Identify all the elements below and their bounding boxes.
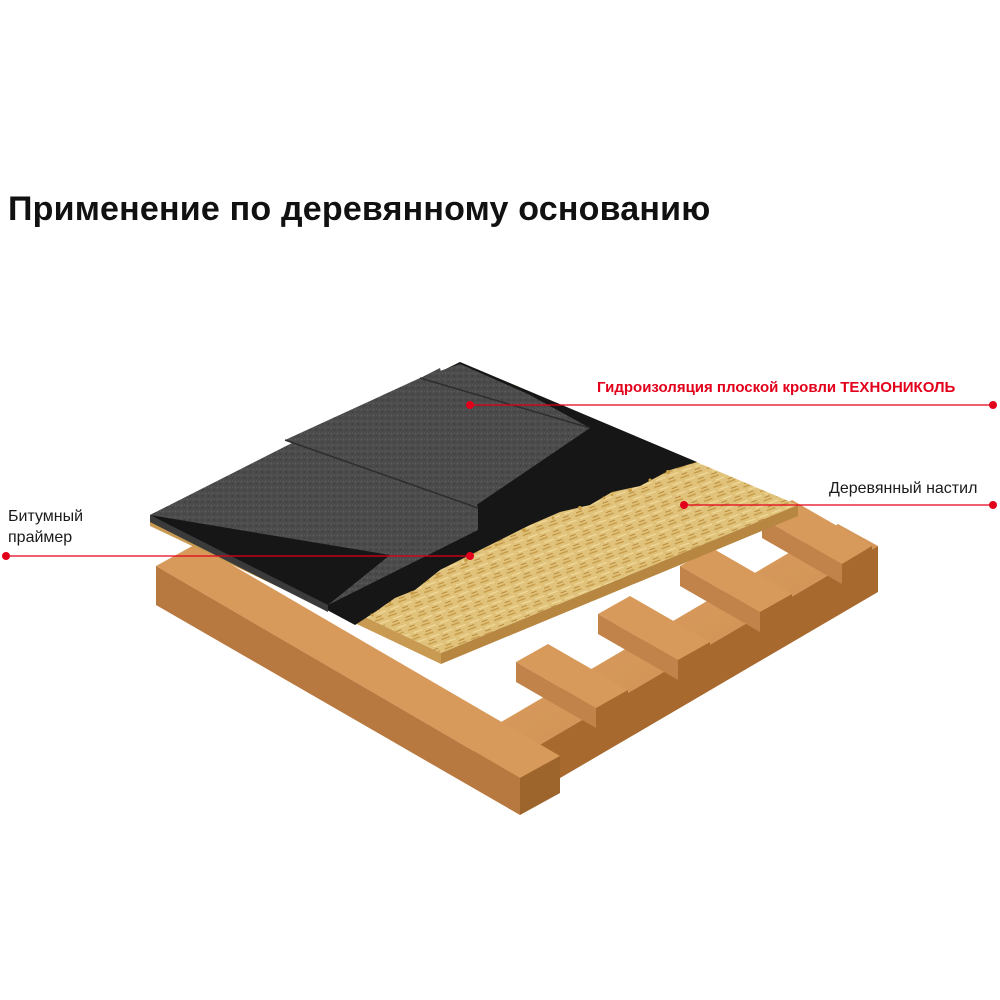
left-joist — [156, 544, 560, 815]
waterproofing-membrane — [150, 364, 591, 612]
page-title: Применение по деревянному основанию — [8, 190, 711, 228]
callout-primer — [2, 552, 474, 560]
label-wooden-decking: Деревянный настил — [829, 480, 978, 497]
label-primer-line-2: праймер — [8, 529, 73, 546]
callout-decking — [680, 501, 997, 509]
callout-waterproofing — [466, 401, 997, 409]
primer-speckles — [370, 470, 670, 617]
label-bitumen-primer: Битумный праймер — [8, 506, 83, 548]
label-primer-line-1: Битумный — [8, 508, 84, 525]
label-waterproofing: Гидроизоляция плоской кровли ТЕХНОНИКОЛЬ — [597, 379, 956, 396]
